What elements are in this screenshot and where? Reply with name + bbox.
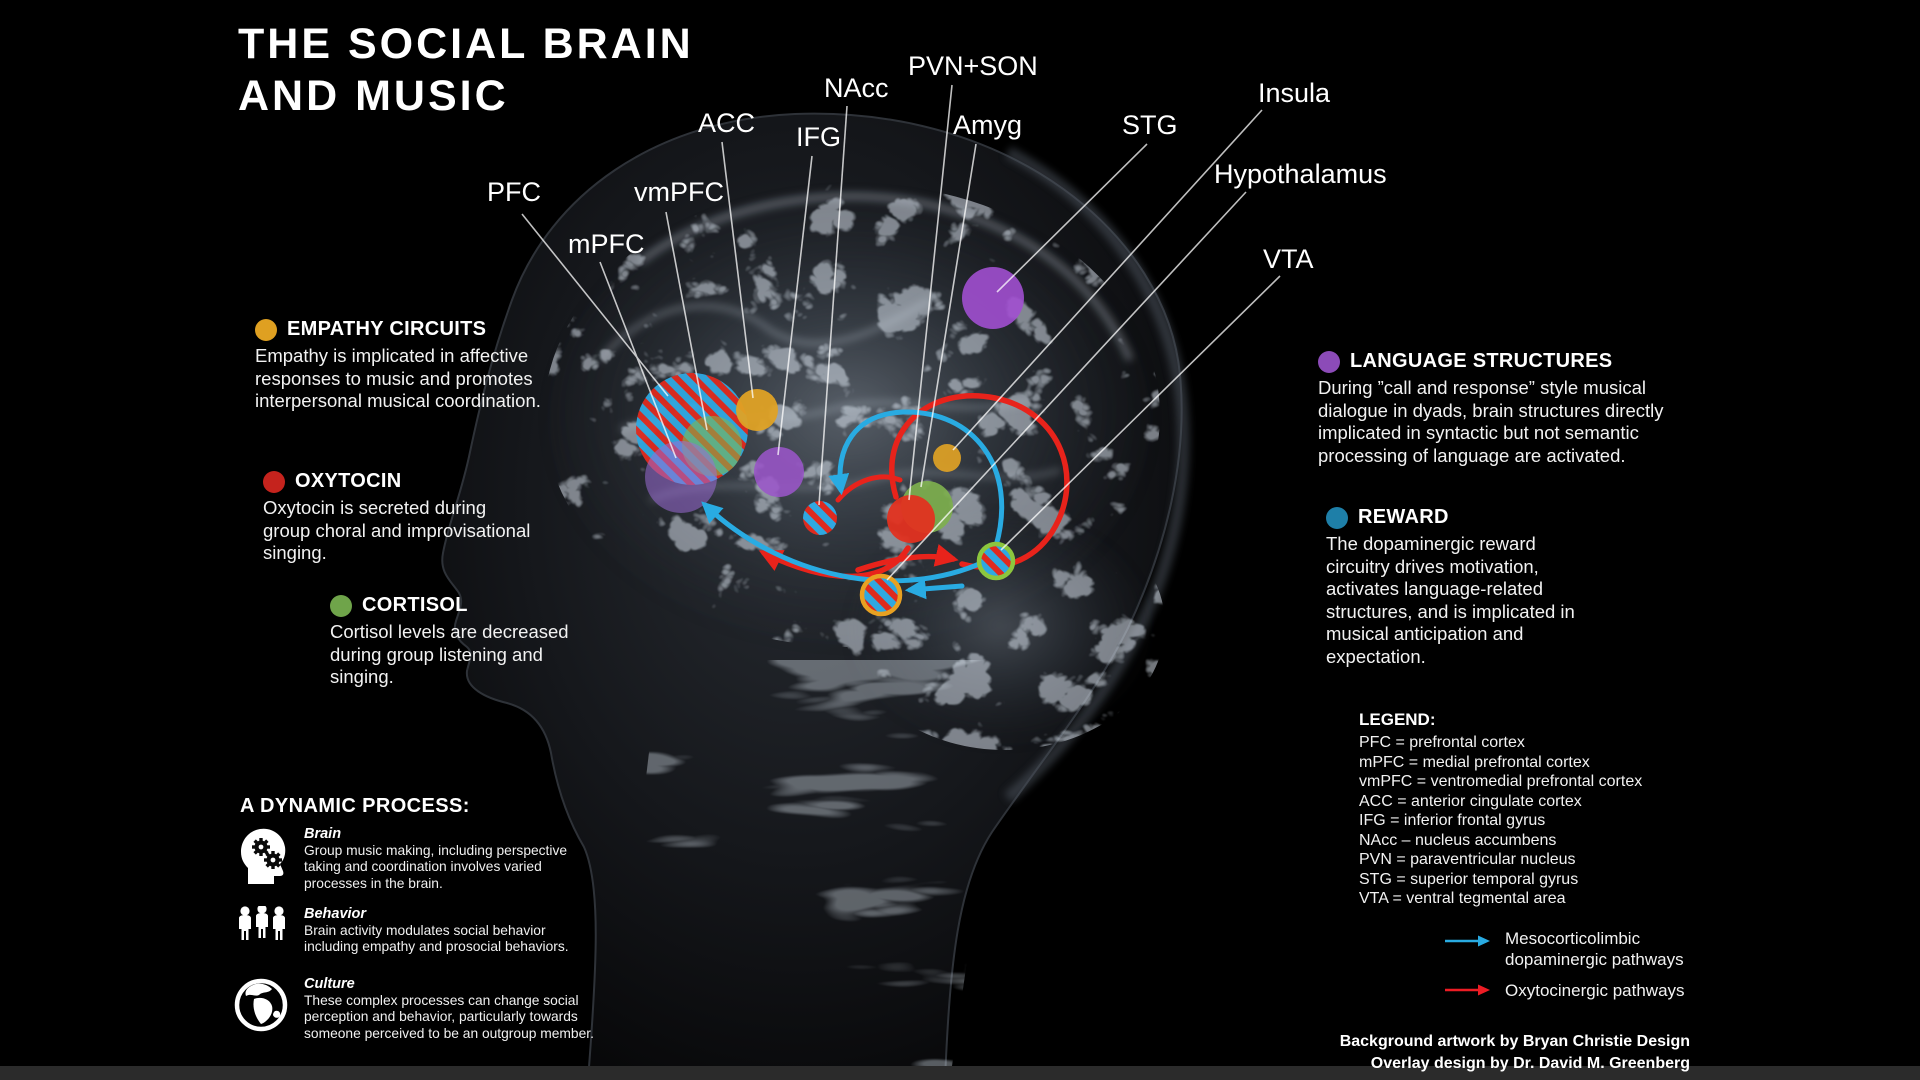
insula-marker [933, 444, 961, 472]
cortisol-heading: CORTISOL [362, 594, 468, 616]
oxytocin-body: Oxytocin is secreted during group choral… [263, 497, 531, 564]
reward-dot-icon [1326, 506, 1348, 529]
empathy-circuits-section: EMPATHY CIRCUITS Empathy is implicated i… [255, 318, 555, 413]
vta-marker [976, 541, 1016, 581]
oxytocin-section: OXYTOCIN Oxytocin is secreted during gro… [263, 470, 543, 565]
mpfc-marker [645, 441, 717, 513]
credit-artwork: Background artwork by Bryan Christie Des… [1339, 1033, 1690, 1050]
reward-heading: REWARD [1358, 506, 1449, 528]
brain-label-nacc: NAcc [824, 73, 889, 103]
dynamic-item-behavior: Behavior Brain activity modulates social… [234, 906, 572, 958]
oxytocinergic-pathway-key: Oxytocinergic pathways [1443, 980, 1685, 1001]
title-line1: THE SOCIAL BRAIN [238, 20, 694, 68]
culture-item-body: These complex processes can change socia… [304, 993, 594, 1041]
dopamine-arrow-to-hypothalamus [904, 578, 965, 600]
oxytocin-heading: OXYTOCIN [295, 470, 402, 492]
brain-item-body: Group music making, including perspectiv… [304, 843, 568, 891]
brain-label-ifg: IFG [796, 122, 841, 152]
striped-nodes [803, 501, 1016, 617]
cortisol-dot-icon [330, 594, 352, 617]
stg-marker [962, 267, 1024, 329]
brain-label-pfc: PFC [487, 177, 541, 207]
dopaminergic-pathway-key: Mesocorticolimbic dopaminergic pathways [1443, 928, 1695, 971]
oxytocin-dot-icon [263, 470, 285, 493]
culture-item-title: Culture [304, 976, 355, 992]
legend-entry: ACC = anterior cingulate cortex [1359, 792, 1582, 810]
brain-label-amyg: Amyg [953, 110, 1023, 140]
red-arrow-icon [1445, 984, 1490, 996]
dopaminergic-pathway-label: Mesocorticolimbic dopaminergic pathways [1505, 929, 1684, 970]
dynamic-item-brain: Brain Group music making, including pers… [238, 826, 572, 892]
people-icon [239, 906, 285, 940]
ifg-marker [754, 447, 804, 497]
oxytocin-loop [889, 393, 1070, 570]
hypothalamus-marker [859, 573, 903, 617]
leader-lines [521, 84, 1281, 581]
nacc-marker [803, 501, 837, 535]
legend-entry: IFG = inferior frontal gyrus [1359, 812, 1546, 829]
page-title: THE SOCIAL BRAIN AND MUSIC [238, 18, 694, 123]
dynamic-process-heading: A DYNAMIC PROCESS: [240, 795, 470, 817]
brain-label-mpfc: mPFC [568, 229, 645, 259]
empathy-heading: EMPATHY CIRCUITS [287, 318, 487, 340]
reward-section: REWARD The dopaminergic reward circuitry… [1326, 506, 1616, 668]
legend-entry: PFC = prefrontal cortex [1359, 734, 1525, 751]
behavior-item-title: Behavior [304, 906, 367, 922]
brain-gears-icon [241, 828, 286, 884]
language-heading: LANGUAGE STRUCTURES [1350, 350, 1613, 372]
blue-arrow-icon [1445, 935, 1490, 947]
empathy-dot-icon [255, 318, 277, 341]
acc-marker [736, 389, 778, 431]
language-dot-icon [1318, 350, 1340, 373]
oxytocinergic-pathway-label: Oxytocinergic pathways [1505, 981, 1685, 1000]
behavior-item-body: Brain activity modulates social behavior… [304, 923, 569, 955]
brain-label-pvn-son: PVN+SON [908, 51, 1038, 81]
region-markers [636, 267, 1024, 543]
language-body: During ”call and response” style musical… [1318, 377, 1664, 466]
legend-entry: vmPFC = ventromedial prefrontal cortex [1359, 773, 1643, 790]
legend: LEGEND: PFC = prefrontal cortex mPFC = m… [1359, 710, 1642, 909]
legend-entry: PVN = paraventricular nucleus [1359, 851, 1576, 868]
pvn-son-marker [887, 495, 935, 543]
dynamic-item-culture: Culture These complex processes can chan… [232, 976, 594, 1042]
dopamine-arrow-to-pfc [701, 501, 995, 584]
brain-label-vta: VTA [1263, 244, 1314, 274]
reward-body: The dopaminergic reward circuitry drives… [1326, 533, 1575, 667]
brain-label-stg: STG [1122, 110, 1178, 140]
legend-heading: LEGEND: [1359, 710, 1436, 729]
brain-texture [544, 183, 1165, 750]
legend-entry: STG = superior temporal gyrus [1359, 870, 1579, 888]
brain-label-hypothalamus: Hypothalamus [1214, 159, 1387, 189]
pathway-arrows [701, 393, 1070, 600]
dopamine-loop-to-nacc [828, 409, 1005, 549]
credit-overlay: Overlay design by Dr. David M. Greenberg [1370, 1055, 1690, 1073]
language-structures-section: LANGUAGE STRUCTURES During ”call and res… [1318, 350, 1688, 467]
brain-label-acc: ACC [698, 108, 756, 138]
oxytocin-arrow-to-vta [855, 544, 959, 573]
credits: Background artwork by Bryan Christie Des… [1340, 1031, 1690, 1076]
cortisol-body: Cortisol levels are decreased during gro… [330, 621, 569, 688]
neck-texture [610, 660, 1010, 1080]
empathy-body: Empathy is implicated in affective respo… [255, 345, 541, 412]
legend-entry: mPFC = medial prefrontal cortex [1359, 753, 1590, 771]
brain-item-title: Brain [304, 826, 342, 842]
legend-entry: NAcc – nucleus accumbens [1359, 831, 1557, 849]
title-line2: AND MUSIC [238, 72, 509, 121]
globe-icon [234, 978, 288, 1032]
brain-label-vmpfc: vmPFC [634, 177, 724, 207]
brain-label-insula: Insula [1258, 78, 1331, 108]
bottom-bar [0, 1066, 1920, 1080]
cortisol-section: CORTISOL Cortisol levels are decreased d… [330, 594, 590, 689]
legend-entry: VTA = ventral tegmental area [1359, 890, 1566, 907]
